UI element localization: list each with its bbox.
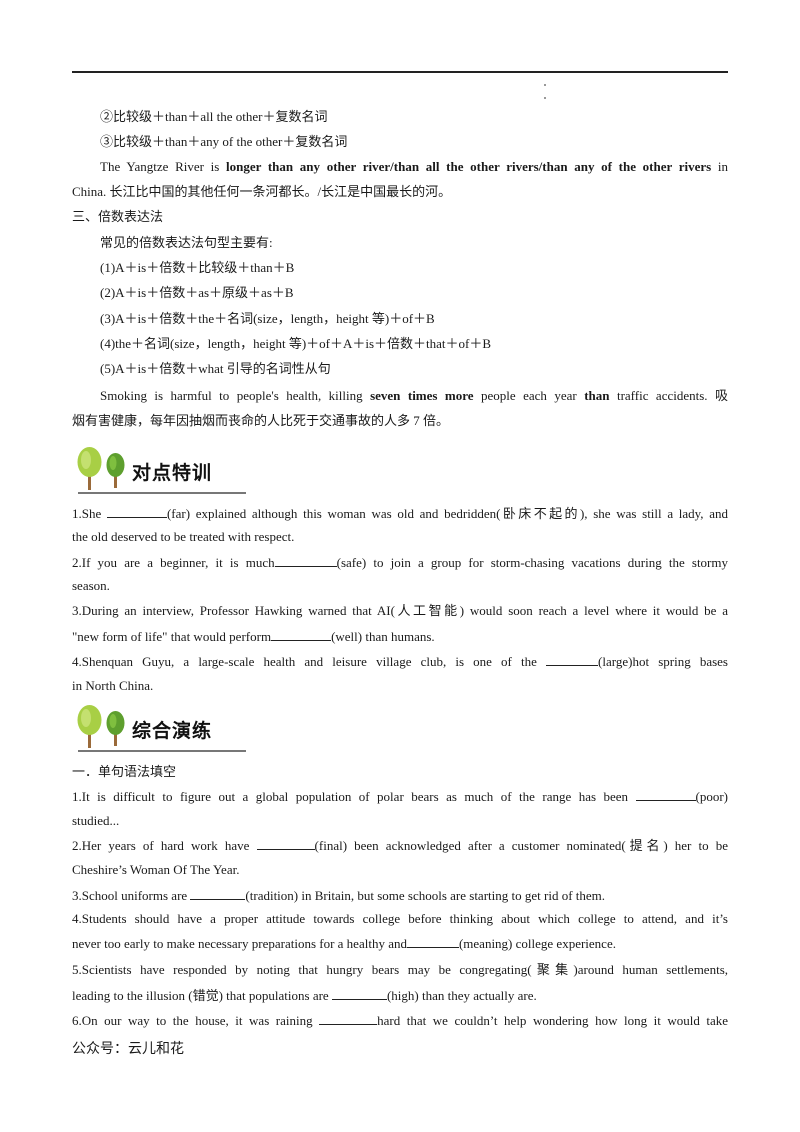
practice-q6-line1: 6.On our way to the house, it was rainin… bbox=[72, 1011, 729, 1028]
answer-blank[interactable] bbox=[319, 1011, 378, 1025]
trees-icon bbox=[77, 705, 125, 748]
decor-dot bbox=[544, 84, 546, 86]
answer-blank[interactable] bbox=[256, 836, 315, 850]
drill-q2-line1: 2.If you are a beginner, it is much(safe… bbox=[72, 553, 728, 570]
answer-blank[interactable] bbox=[106, 504, 167, 518]
trees-icon bbox=[77, 447, 125, 490]
decor-dot bbox=[544, 97, 546, 99]
header-rule bbox=[72, 71, 728, 73]
multiple-pattern-4: (4)the＋名词(size，length，height 等)＋of＋A＋is＋… bbox=[100, 336, 492, 351]
answer-blank[interactable] bbox=[635, 787, 696, 801]
example-yangtze-line1: The Yangtze River is longer than any oth… bbox=[100, 159, 729, 174]
practice-q5-line1: 5.Scientists have responded by noting th… bbox=[72, 962, 728, 977]
banner-underline bbox=[78, 492, 246, 494]
practice-q1-line1: 1.It is difficult to figure out a global… bbox=[72, 787, 729, 804]
section-3-intro: 常见的倍数表达法句型主要有: bbox=[100, 235, 273, 250]
multiple-pattern-2: (2)A＋is＋倍数＋as＋原级＋as＋B bbox=[100, 285, 294, 300]
banner-title: 对点特训 bbox=[132, 462, 213, 484]
answer-blank[interactable] bbox=[406, 934, 459, 948]
example-yangtze-line2: China. 长江比中国的其他任何一条河都长。/长江是中国最长的河。 bbox=[72, 184, 452, 199]
drill-q1-line1: 1.She (far) explained although this woma… bbox=[72, 504, 728, 521]
practice-q2-line2: Cheshire’s Woman Of The Year. bbox=[72, 862, 240, 877]
drill-q4-line1: 4.Shenquan Guyu, a large-scale health an… bbox=[72, 652, 728, 669]
section-banner-drill: 对点特训 bbox=[74, 446, 246, 494]
multiple-pattern-1: (1)A＋is＋倍数＋比较级＋than＋B bbox=[100, 260, 295, 275]
banner-title: 综合演练 bbox=[132, 720, 213, 742]
section-3-title: 三、倍数表达法 bbox=[72, 209, 164, 224]
practice-q1-line2: studied... bbox=[72, 813, 120, 828]
answer-blank[interactable] bbox=[271, 627, 332, 641]
example-smoking-line1: Smoking is harmful to people's health, k… bbox=[100, 388, 728, 403]
drill-q1-line2: the old deserved to be treated with resp… bbox=[72, 529, 295, 544]
practice-q5-line2: leading to the illusion (错觉) that popula… bbox=[72, 986, 537, 1003]
practice-q4-line2: never too early to make necessary prepar… bbox=[72, 934, 616, 951]
section-banner-practice: 综合演练 bbox=[74, 704, 246, 752]
multiple-pattern-5: (5)A＋is＋倍数＋what 引导的名词性从句 bbox=[100, 361, 331, 376]
practice-q4-line1: 4.Students should have a proper attitude… bbox=[72, 911, 728, 926]
answer-blank[interactable] bbox=[546, 652, 599, 666]
comparative-pattern-3: ③比较级＋than＋any of the other＋复数名词 bbox=[100, 134, 348, 149]
drill-q3-line1: 3.During an interview, Professor Hawking… bbox=[72, 603, 728, 618]
answer-blank[interactable] bbox=[331, 986, 387, 1000]
answer-blank[interactable] bbox=[190, 886, 246, 900]
footer-account: 公众号：云儿和花 bbox=[72, 1041, 184, 1057]
drill-q4-line2: in North China. bbox=[72, 678, 154, 693]
banner-underline bbox=[78, 750, 246, 752]
comparative-pattern-2: ②比较级＋than＋all the other＋复数名词 bbox=[100, 109, 328, 124]
practice-q3: 3.School uniforms are (tradition) in Bri… bbox=[72, 886, 606, 903]
practice-q2-line1: 2.Her years of hard work have (final) be… bbox=[72, 836, 728, 853]
drill-q3-line2: "new form of life" that would perform(we… bbox=[72, 627, 435, 644]
answer-blank[interactable] bbox=[274, 553, 337, 567]
practice-section-title: 一．单句语法填空 bbox=[72, 764, 177, 779]
multiple-pattern-3: (3)A＋is＋倍数＋the＋名词(size，length，height 等)＋… bbox=[100, 311, 435, 326]
drill-q2-line2: season. bbox=[72, 578, 110, 593]
example-smoking-line2: 烟有害健康，每年因抽烟而丧命的人比死于交通事故的人多 7 倍。 bbox=[72, 413, 450, 428]
